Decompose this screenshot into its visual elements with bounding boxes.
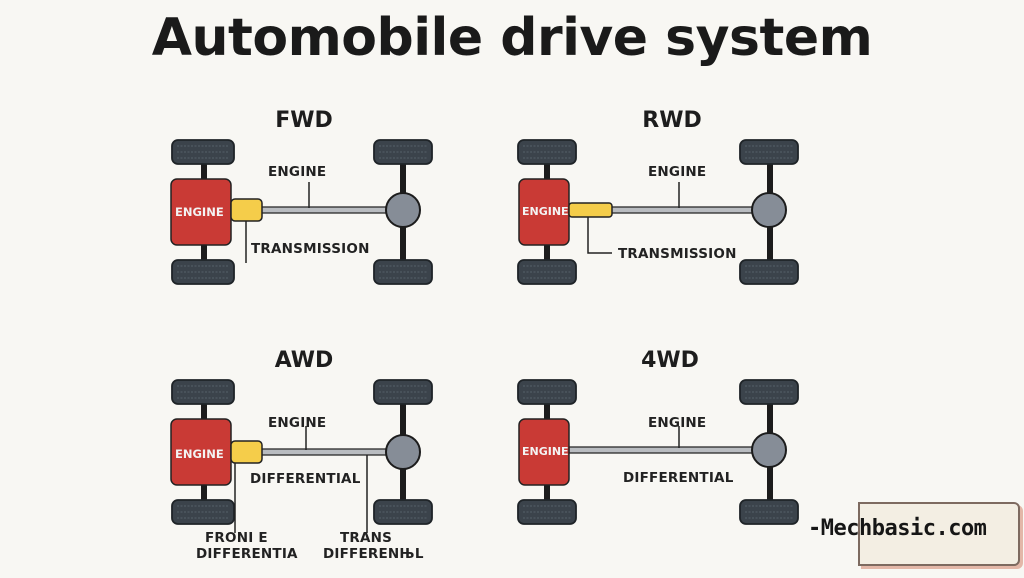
trans-differential-label-line2: DIFFERENЊL (323, 546, 424, 562)
engine-label: ENGINE (268, 164, 327, 180)
tire-front-right (171, 259, 235, 285)
front-differential-label-line1: FRONI E (205, 530, 268, 546)
tire-front-left (517, 379, 577, 405)
engine-block-label: ENGINE (175, 205, 224, 219)
tire-front-left (517, 139, 577, 165)
engine-block-label: ENGINE (522, 205, 569, 218)
tire-rear-left (739, 139, 799, 165)
engine-label: ENGINE (648, 164, 707, 180)
transmission-label: TRANSMISSION (618, 246, 737, 262)
engine-label: ENGINE (648, 415, 707, 431)
4wd-title: 4WD (641, 348, 699, 373)
tire-rear-left (373, 379, 433, 405)
drive-shaft (605, 206, 757, 214)
transmission-leader-line (587, 217, 612, 254)
tire-front-right (517, 259, 577, 285)
rear-differential (751, 192, 787, 228)
tire-front-right (517, 499, 577, 525)
tire-front-right (171, 499, 235, 525)
drive-shaft (253, 206, 387, 214)
watermark-text: -Mechbasic.com (808, 516, 987, 541)
fwd-diagram (170, 139, 433, 285)
rwd-panel: RWD ENGINE ENGINE TRANSMISSION (517, 108, 820, 338)
engine-label: ENGINE (268, 415, 327, 431)
tire-rear-right (373, 499, 433, 525)
fwd-title: FWD (275, 108, 333, 133)
transmission-block (230, 198, 263, 222)
tire-rear-right (373, 259, 433, 285)
transmission-label: TRANSMISSION (251, 241, 370, 257)
rear-differential (385, 434, 421, 470)
tire-rear-right (739, 259, 799, 285)
transmission-block (230, 440, 263, 464)
awd-panel: AWD ENGINE ENGINE DIFFERENTIAL FRONI E D… (160, 348, 460, 578)
rear-differential (751, 432, 787, 468)
engine-block (518, 418, 570, 486)
engine-block-label: ENGINE (522, 445, 569, 458)
fwd-panel: FWD ENGINE ENGINE TRANSMISSION (160, 108, 460, 338)
tire-front-left (171, 139, 235, 165)
tire-rear-left (373, 139, 433, 165)
trans-differential-label-line1: TRANS (340, 530, 393, 546)
page-title: Automobile drive system (151, 8, 873, 68)
awd-title: AWD (274, 348, 334, 373)
rear-differential (385, 192, 421, 228)
watermark-box (858, 502, 1020, 566)
awd-diagram (170, 379, 433, 533)
tire-rear-left (739, 379, 799, 405)
tire-front-left (171, 379, 235, 405)
transmission-block (568, 202, 613, 218)
rwd-diagram (517, 139, 799, 285)
differential-label: DIFFERENTIAL (623, 470, 734, 486)
front-differential-label-line2: DIFFERENTIA (196, 546, 298, 562)
rwd-title: RWD (642, 108, 702, 133)
4wd-panel: 4WD ENGINE ENGINE DIFFERENTIAL (517, 348, 820, 578)
drive-shaft (568, 446, 760, 454)
differential-label: DIFFERENTIAL (250, 471, 361, 487)
tire-rear-right (739, 499, 799, 525)
drive-shaft (253, 448, 387, 456)
engine-block-label: ENGINE (175, 447, 224, 461)
4wd-diagram (517, 379, 799, 525)
